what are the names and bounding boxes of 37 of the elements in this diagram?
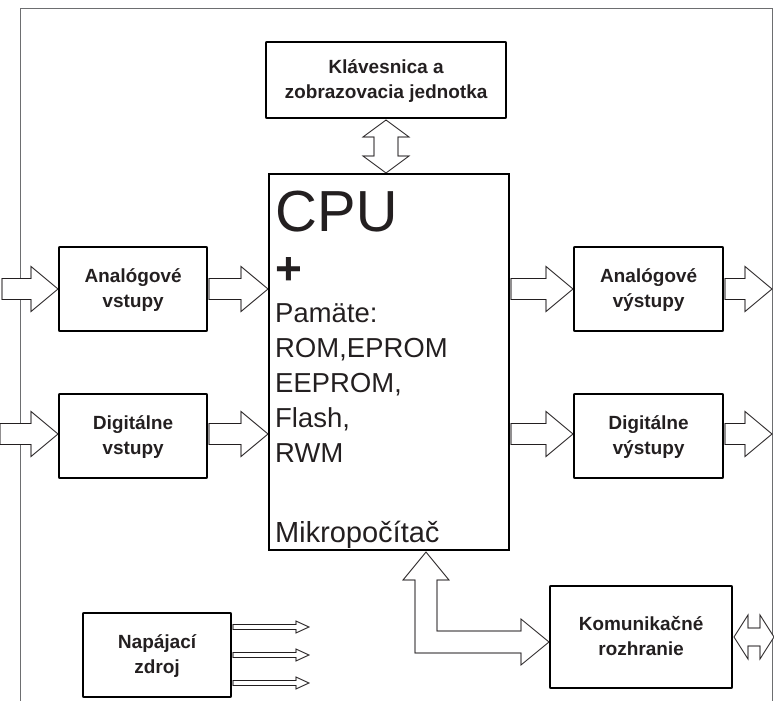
block-arrow <box>361 119 411 174</box>
microcomputer-box <box>268 173 510 551</box>
block-box <box>58 246 208 332</box>
block-label: Klávesnica a zobrazovacia jednotka <box>284 56 488 105</box>
memory-label: RWM <box>275 436 344 470</box>
block-box <box>82 612 232 698</box>
block-box <box>265 41 507 119</box>
block-arrow <box>232 648 310 662</box>
block-arrow <box>0 410 59 458</box>
block-label: Digitálne vstupy <box>92 412 174 461</box>
block-label: Komunikačné rozhranie <box>578 613 704 662</box>
block-box <box>58 393 208 479</box>
plus-sign: + <box>275 245 302 291</box>
box-title: Mikropočítač <box>275 517 440 549</box>
block-box <box>549 585 733 689</box>
block-arrow <box>208 410 269 458</box>
block-label: Analógové výstupy <box>598 265 698 314</box>
block-arrow <box>402 551 550 666</box>
block-arrow <box>232 676 310 690</box>
block-arrow <box>232 620 310 634</box>
memory-label: EEPROM, <box>275 366 402 400</box>
block-arrow <box>510 265 574 313</box>
block-label: Analógové vstupy <box>83 265 183 314</box>
memory-label: Flash, <box>275 401 350 435</box>
block-arrow <box>510 410 574 458</box>
block-arrow <box>724 410 773 458</box>
block-label: Digitálne výstupy <box>607 412 690 461</box>
block-arrow <box>733 613 774 661</box>
block-arrow <box>724 265 773 313</box>
memory-label: ROM,EPROM <box>275 331 448 365</box>
block-arrow <box>2 265 59 313</box>
block-box <box>573 393 724 479</box>
memory-label: Pamäte: <box>275 296 378 330</box>
block-box <box>573 246 724 332</box>
block-label: Napájací zdroj <box>116 631 198 680</box>
block-arrow <box>208 265 269 313</box>
cpu-heading: CPU <box>275 181 398 243</box>
